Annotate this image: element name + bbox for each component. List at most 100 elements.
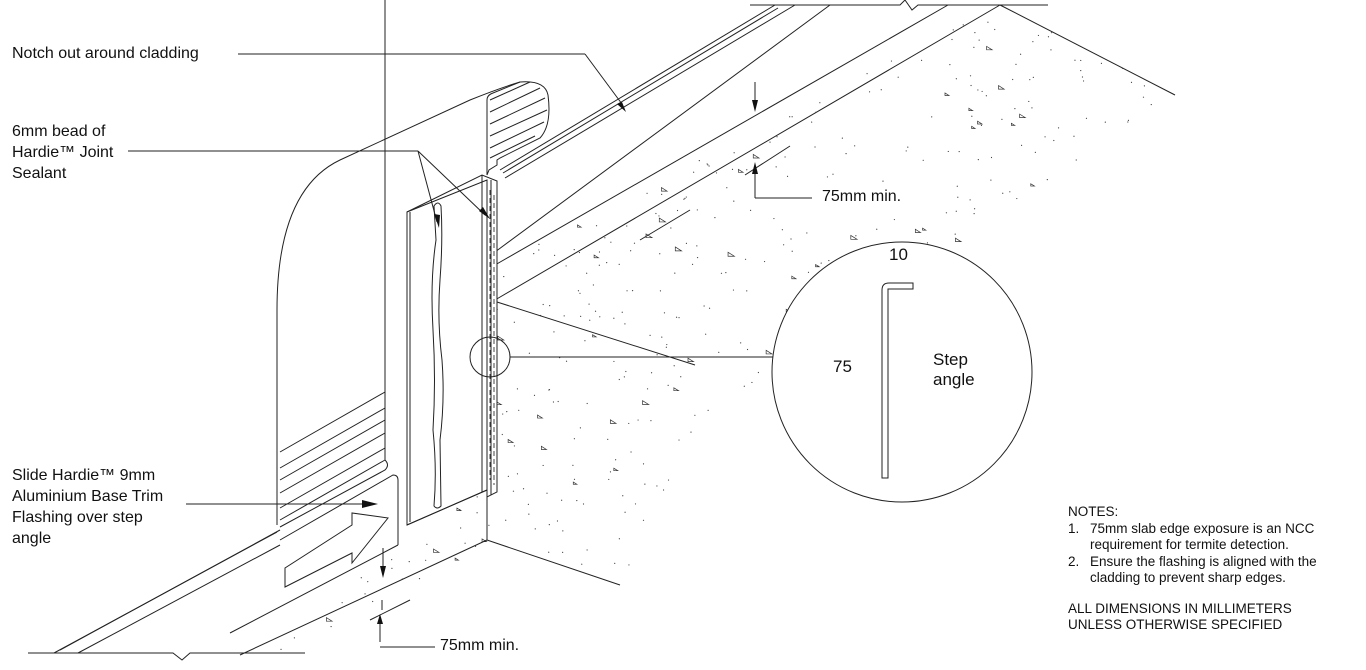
speckle-dot <box>584 340 586 342</box>
label-base-trim-line-1: Slide Hardie™ 9mm <box>12 467 156 484</box>
speckle-dot <box>594 310 597 312</box>
speckle-dot <box>969 199 971 201</box>
speckle-dot <box>556 520 559 522</box>
speckle-dot <box>1001 118 1003 120</box>
speckle-dot <box>789 116 791 118</box>
speckle-dot <box>626 225 628 227</box>
label-sealant: 6mm bead of Hardie™ Joint Sealant <box>12 121 113 184</box>
speckle-dot <box>557 400 559 403</box>
speckle-dot <box>746 290 748 292</box>
speckle-dot <box>907 146 909 148</box>
speckle-dot <box>1034 151 1036 154</box>
speckle-dot <box>633 242 636 244</box>
speckle-dot <box>685 196 687 198</box>
label-base-trim-line-2: Aluminium Base Trim <box>12 488 164 505</box>
speckle-dot <box>552 401 555 403</box>
speckle-dot <box>503 275 505 278</box>
speckle-dot <box>649 334 651 336</box>
speckle-dot <box>990 179 992 181</box>
speckle-dot <box>501 433 503 436</box>
concrete-hatch <box>280 21 1152 650</box>
speckle-dot <box>866 73 868 75</box>
speckle-dot <box>955 78 957 80</box>
speckle-dot <box>655 212 657 215</box>
speckle-dot <box>615 459 617 461</box>
speckle-dot <box>791 250 793 252</box>
speckle-dot <box>973 208 976 210</box>
speckle-dot <box>980 124 983 126</box>
speckle-dot <box>589 319 591 321</box>
speckle-dot <box>951 38 953 41</box>
speckle-dot <box>1014 108 1016 110</box>
detail-top-dimension: 10 <box>889 245 908 264</box>
speckle-dot <box>781 229 783 231</box>
speckle-dot <box>1009 191 1011 193</box>
speckle-dot <box>553 331 555 333</box>
notes-block: NOTES: 1. 75mm slab edge exposure is an … <box>1068 504 1317 634</box>
speckle-dot <box>573 249 575 251</box>
speckle-dot <box>990 156 993 159</box>
speckle-dot <box>562 551 564 553</box>
speckle-dot <box>656 485 658 487</box>
speckle-dot <box>685 242 688 244</box>
speckle-dot <box>586 549 588 551</box>
speckle-dot <box>659 290 662 292</box>
speckle-dot <box>698 160 700 162</box>
speckle-dot <box>460 527 462 529</box>
speckle-dot <box>696 245 698 247</box>
speckle-dot <box>1142 96 1145 98</box>
speckle-dot <box>922 159 924 161</box>
dimension-upper-label: 75mm min. <box>822 188 902 205</box>
speckle-dot <box>1028 100 1030 103</box>
speckle-dot <box>1081 76 1084 78</box>
aggregate-mark <box>914 228 922 233</box>
note-text: Ensure the flashing is aligned with the … <box>1090 554 1317 587</box>
speckle-dot <box>621 311 623 313</box>
step-angle-detail <box>771 241 1033 503</box>
speckle-dot <box>955 210 957 212</box>
aggregate-mark <box>507 438 515 443</box>
aggregate-mark <box>593 254 600 259</box>
speckle-dot <box>533 394 536 396</box>
speckle-dot <box>678 317 680 319</box>
speckle-dot <box>680 376 682 378</box>
speckle-dot <box>1032 76 1034 78</box>
note-text-line: requirement for termite detection. <box>1090 537 1289 552</box>
speckle-dot <box>586 402 588 405</box>
aggregate-mark <box>433 548 441 553</box>
note-number: 1. <box>1068 520 1080 536</box>
speckle-dot <box>970 84 972 87</box>
speckle-dot <box>533 253 535 255</box>
speckle-dot <box>610 241 612 243</box>
aggregate-mark <box>454 557 460 561</box>
speckle-dot <box>425 559 427 561</box>
speckle-dot <box>775 166 777 168</box>
speckle-dot <box>606 262 608 264</box>
aggregate-mark <box>613 467 619 472</box>
speckle-dot <box>696 256 699 259</box>
dimension-lower-label: 75mm min. <box>440 637 520 654</box>
aggregate-mark <box>738 168 745 173</box>
speckle-dot <box>1085 117 1088 119</box>
speckle-dot <box>548 389 550 391</box>
speckle-dot <box>576 499 578 502</box>
speckle-dot <box>528 513 530 515</box>
speckle-dot <box>549 305 551 307</box>
speckle-dot <box>971 115 973 117</box>
speckle-dot <box>690 431 692 433</box>
speckle-dot <box>978 39 980 41</box>
speckle-dot <box>642 463 645 465</box>
speckle-dot <box>1082 80 1085 82</box>
speckle-dot <box>708 307 711 309</box>
speckle-dot <box>1047 36 1050 38</box>
speckle-dot <box>459 508 461 511</box>
speckle-dot <box>890 60 893 62</box>
speckle-dot <box>773 217 775 220</box>
speckle-dot <box>1143 85 1146 87</box>
speckle-dot <box>1012 78 1014 81</box>
speckle-dot <box>1127 121 1129 123</box>
speckle-dot <box>662 489 665 491</box>
speckle-dot <box>666 343 668 346</box>
speckle-dot <box>538 243 540 245</box>
